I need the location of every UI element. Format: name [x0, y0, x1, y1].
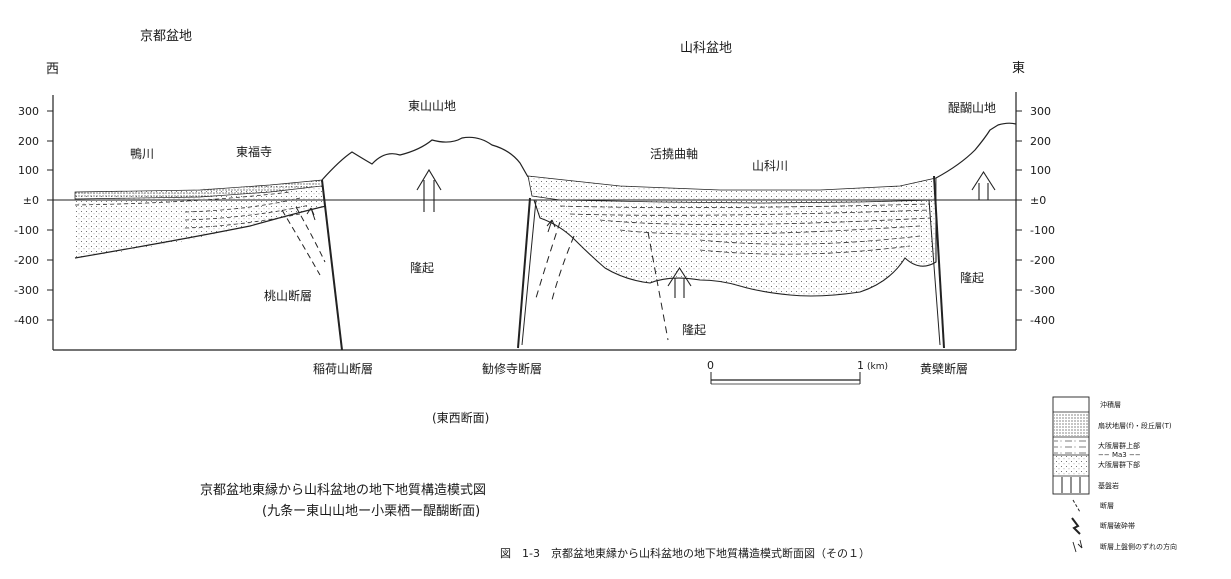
east-label: 東 — [1012, 60, 1025, 76]
legend-swatch-osaka-lower — [1054, 456, 1088, 475]
inariyama-fault-label: 稲荷山断層 — [313, 361, 373, 376]
kanshuji-fault-secondary — [521, 199, 537, 346]
kanshuji-arrow — [546, 219, 556, 233]
higashiyama-label: 東山山地 — [408, 99, 456, 113]
legend-basement: 基盤岩 — [1098, 481, 1119, 490]
tofukuji-label: 東福寺 — [236, 144, 272, 159]
legend-fault: 断層 — [1100, 501, 1114, 510]
scale-unit: (km) — [867, 362, 888, 372]
higashiyama-profile — [321, 136, 529, 181]
obaku-fault-secondary — [928, 199, 941, 346]
legend-alluvium: 沖積層 — [1100, 400, 1121, 409]
katsukyoku-label: 活撓曲軸 — [650, 147, 698, 161]
west-label: 西 — [46, 62, 59, 77]
legend-swatch-osaka-upper — [1054, 438, 1088, 454]
legend-swatch-alluvium — [1054, 398, 1088, 411]
kyoto-basin-base — [74, 205, 327, 259]
yamashina-bedding-lines — [559, 203, 931, 255]
kyoto-basin-label: 京都盆地 — [140, 29, 192, 44]
kanshuji-fault-label: 勧修寺断層 — [482, 361, 542, 376]
kamogawa-label: 鴨川 — [130, 147, 154, 161]
kanshuji-fault — [517, 197, 531, 349]
uplift-arrow-right — [971, 170, 996, 200]
legend-symbol-displacement — [1072, 539, 1083, 553]
yamashina-basin-label: 山科盆地 — [680, 41, 732, 56]
left-tick-m100: -100 — [14, 224, 39, 237]
legend-symbol-fault — [1072, 499, 1081, 513]
legend-osaka-upper: 大阪層群上部 — [1098, 441, 1140, 450]
momoyama-arrow — [306, 207, 316, 221]
scale-one: 1 — [857, 359, 864, 372]
legend-osaka-lower: 大阪層群下部 — [1098, 460, 1140, 469]
left-tick-0: ±0 — [23, 194, 39, 207]
legend-fan-terrace: 扇状地層(f)・段丘層(T) — [1098, 421, 1172, 430]
legend-displacement: 断層上盤側のずれの方向 — [1100, 542, 1177, 551]
left-elevation-axis: 300 200 100 ±0 -100 -200 -300 -400 — [14, 95, 54, 350]
obaku-fault-label: 黄檗断層 — [920, 361, 968, 376]
daigo-profile — [935, 122, 1017, 179]
uplift-bottom-label: 隆起 — [682, 322, 706, 337]
figure-title: 図 1-3 京都盆地東縁から山科盆地の地下地質構造模式断面図（その１） — [500, 546, 870, 560]
right-tick-m400: -400 — [1030, 314, 1055, 327]
legend-ma3: −− Ma3 −− — [1098, 451, 1141, 459]
right-elevation-axis: 300 200 100 ±0 -100 -200 -300 -400 — [1015, 92, 1055, 350]
uplift-arrow-center — [416, 168, 442, 212]
yamashinagawa-label: 山科川 — [752, 159, 788, 173]
scale-bar: 0 1 (km) — [707, 359, 888, 385]
momoyama-fault-lines — [281, 206, 326, 276]
caption-line2: (九条ー東山山地ー小栗栖ー醍醐断面) — [262, 503, 480, 519]
left-tick-m300: -300 — [14, 284, 39, 297]
right-tick-100: 100 — [1030, 164, 1051, 177]
yamashina-dashed-faults — [535, 221, 669, 341]
legend-swatch-basement — [1061, 477, 1081, 493]
left-tick-100: 100 — [18, 164, 39, 177]
daigo-label: 醍醐山地 — [948, 101, 996, 115]
yamashina-basin-fill — [533, 199, 937, 297]
left-tick-m200: -200 — [14, 254, 39, 267]
left-tick-m400: -400 — [14, 314, 39, 327]
section-label: (東西断面) — [432, 410, 489, 425]
left-tick-200: 200 — [18, 135, 39, 148]
inariyama-fault — [321, 179, 343, 351]
uplift-center-label: 隆起 — [410, 260, 434, 275]
legend: 沖積層 扇状地層(f)・段丘層(T) 大阪層群上部 −− Ma3 −− 大阪層群… — [1052, 396, 1177, 553]
caption-line1: 京都盆地東縁から山科盆地の地下地質構造模式図 — [200, 482, 486, 498]
right-tick-m200: -200 — [1030, 254, 1055, 267]
obaku-fault — [933, 175, 945, 349]
legend-symbol-fracture — [1071, 517, 1081, 535]
momoyama-fault-label: 桃山断層 — [264, 288, 312, 303]
legend-fracture-zone: 断層破砕帯 — [1100, 521, 1135, 530]
right-tick-0: ±0 — [1030, 194, 1046, 207]
scale-zero: 0 — [707, 359, 714, 372]
right-tick-m100: -100 — [1030, 224, 1055, 237]
right-tick-m300: -300 — [1030, 284, 1055, 297]
left-tick-300: 300 — [18, 105, 39, 118]
uplift-right-label: 隆起 — [960, 270, 984, 285]
yamashina-surface-deposit — [527, 175, 937, 204]
legend-swatch-fan — [1054, 413, 1088, 436]
uplift-arrow-bottom — [667, 266, 692, 298]
right-tick-200: 200 — [1030, 135, 1051, 148]
right-tick-300: 300 — [1030, 105, 1051, 118]
